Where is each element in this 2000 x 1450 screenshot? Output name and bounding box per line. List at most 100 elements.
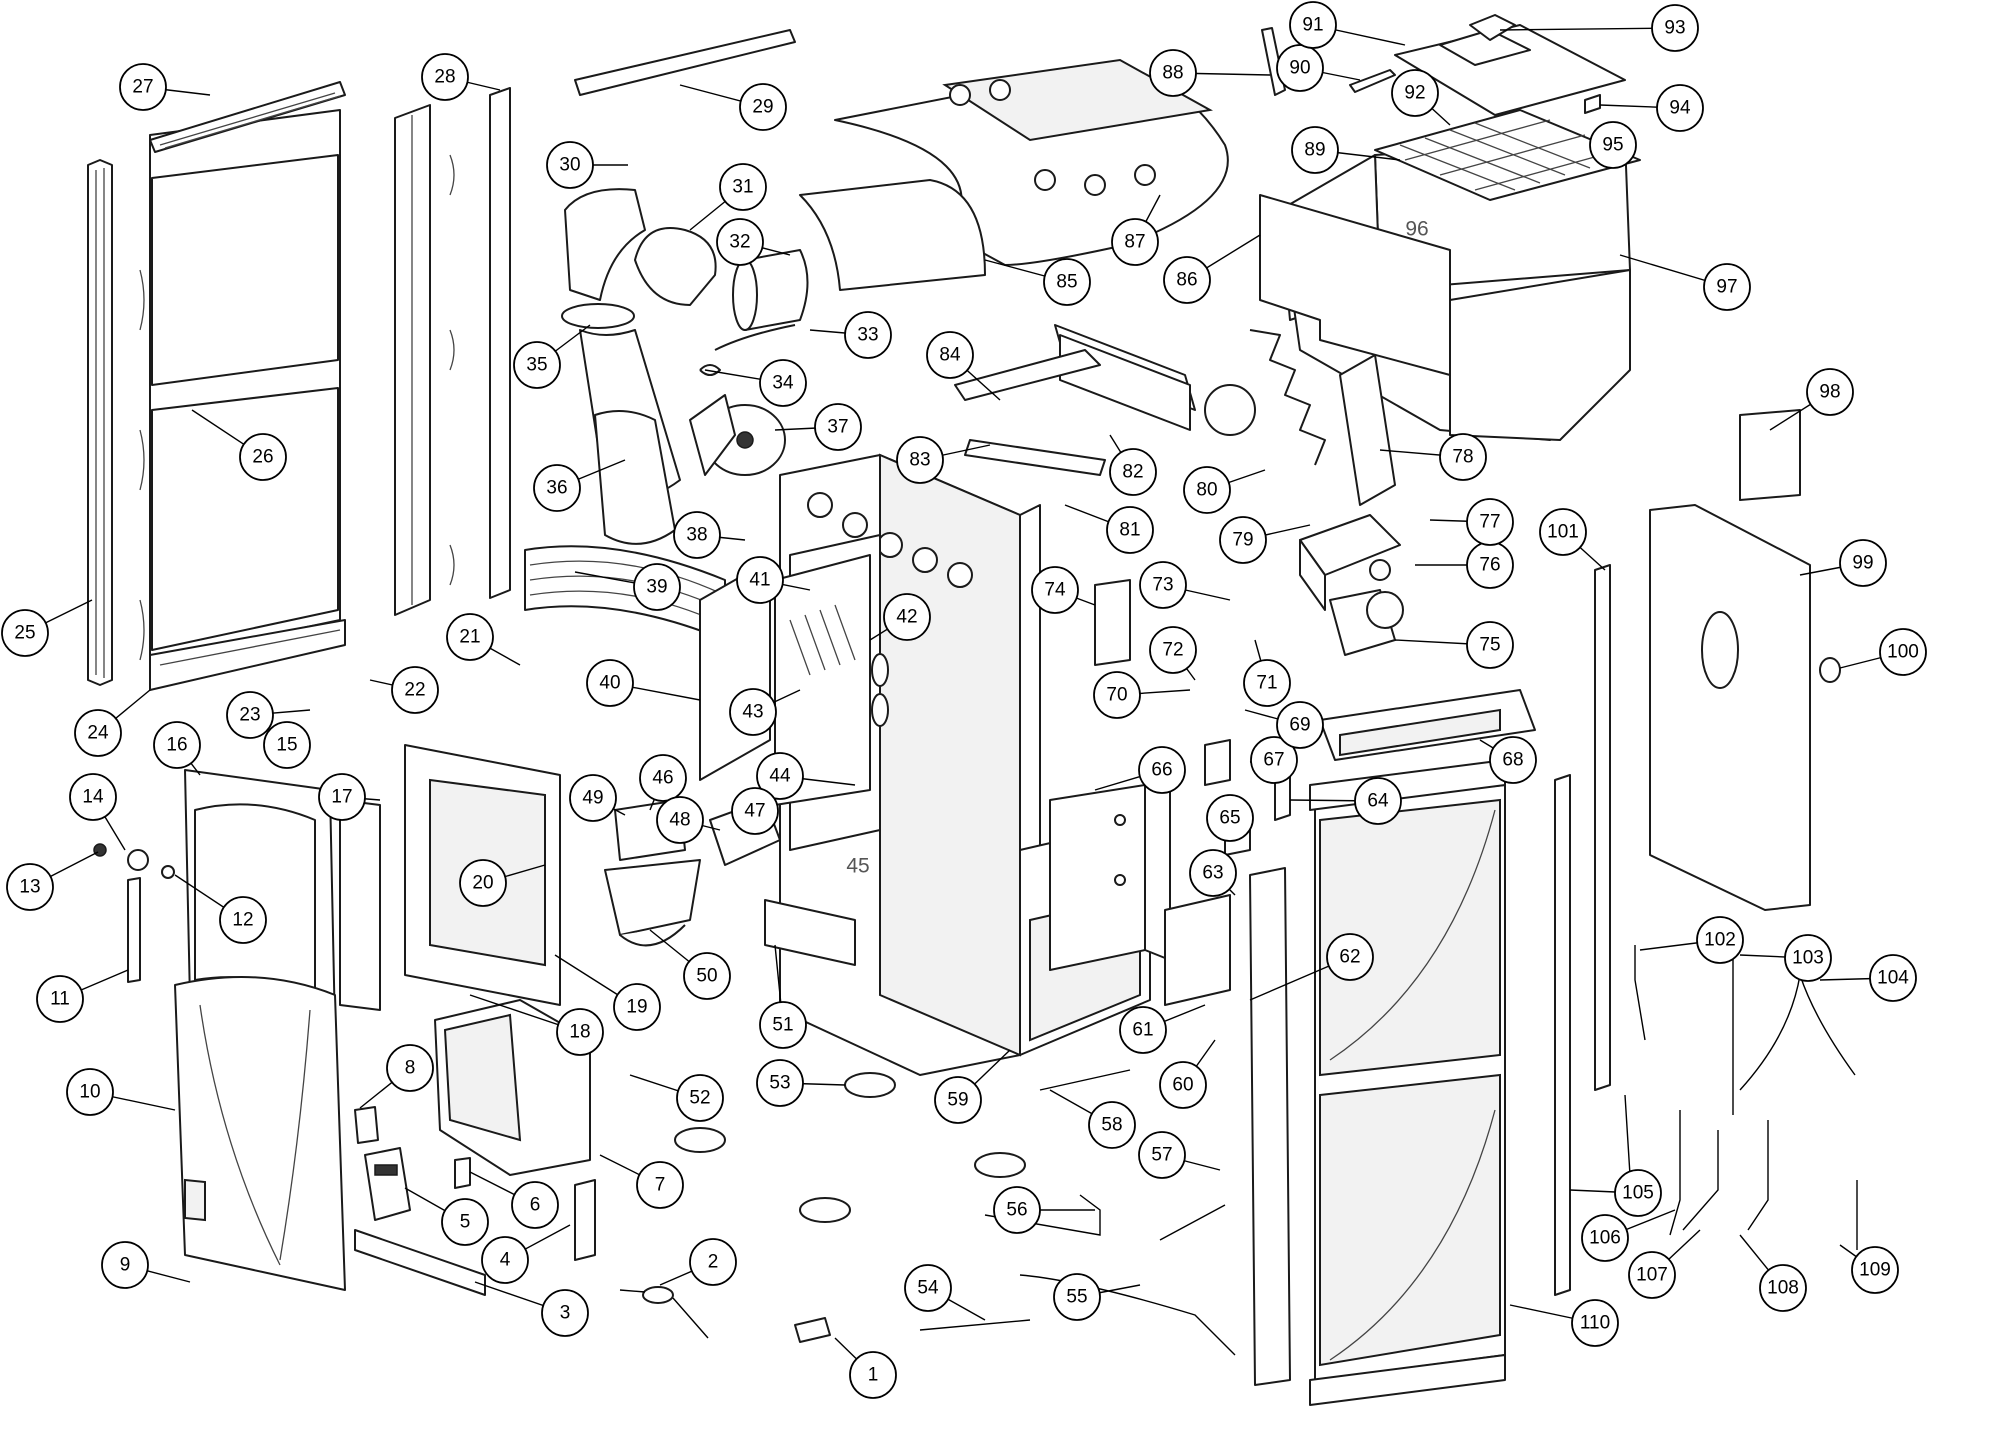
callout-19: 19 (554, 954, 661, 1031)
callout-57: 57 (1138, 1131, 1221, 1179)
callout-89: 89 (1291, 126, 1401, 174)
callout-104: 104 (1819, 954, 1917, 1002)
callout-circle (613, 983, 661, 1031)
callout-number: 49 (582, 788, 603, 809)
part-78-chute (1339, 354, 1396, 506)
callout-number: 74 (1044, 580, 1066, 601)
callout-68: 68 (1479, 736, 1537, 784)
callout-circle (1759, 1264, 1807, 1312)
callout-circle (318, 773, 366, 821)
callout-number: 58 (1101, 1115, 1122, 1136)
callout-92: 92 (1391, 69, 1451, 126)
callout-41: 41 (736, 556, 811, 604)
part-100-cap (1819, 657, 1841, 683)
part-34-spring (699, 364, 721, 376)
callout-number: 77 (1479, 512, 1500, 533)
callout-number: 110 (1580, 1313, 1610, 1334)
callout-69: 69 (1244, 701, 1324, 749)
callout-circle (1206, 794, 1254, 842)
callout-25: 25 (1, 599, 93, 657)
part-3-bottom-strip (354, 1229, 486, 1296)
callout-circle (546, 141, 594, 189)
callout-35: 35 (513, 324, 591, 389)
callout-circle (1326, 933, 1374, 981)
callout-circle (1466, 498, 1514, 546)
callout-36: 36 (533, 459, 626, 512)
callout-number: 8 (405, 1058, 416, 1079)
callout-number: 73 (1152, 575, 1173, 596)
callout-number: 95 (1602, 135, 1623, 156)
part-2-gasket (619, 1286, 709, 1339)
callout-101: 101 (1539, 508, 1606, 571)
part-30-36-flue-ducts (561, 188, 809, 545)
callout-circle (1189, 849, 1237, 897)
callout-leader (1499, 27, 1676, 31)
callout-circle (153, 721, 201, 769)
callout-6: 6 (469, 1171, 559, 1229)
callout-88: 88 (1149, 49, 1271, 97)
part-68-heat-exchanger (1319, 689, 1536, 761)
callout-number: 85 (1056, 272, 1077, 293)
callout-number: 44 (769, 766, 791, 787)
callout-number: 16 (166, 735, 187, 756)
callout-circle (6, 863, 54, 911)
part-50-burn-pot (604, 859, 701, 947)
callout-95: 95 (1589, 121, 1637, 169)
callout-circle (1291, 126, 1339, 174)
callout-38: 38 (673, 511, 746, 559)
callout-55: 55 (1053, 1273, 1141, 1321)
callout-106: 106 (1581, 1209, 1676, 1262)
callout-number: 11 (50, 989, 70, 1010)
part-51-cleanout-plate (764, 899, 856, 966)
callout-number: 61 (1132, 1020, 1153, 1041)
part-63-control-board (1164, 894, 1231, 1006)
callout-number: 86 (1176, 270, 1197, 291)
callout-number: 50 (696, 966, 717, 987)
callout-number: 4 (500, 1250, 511, 1271)
callout-47: 47 (731, 787, 779, 835)
callout-20: 20 (459, 859, 546, 907)
callout-number: 28 (434, 67, 455, 88)
callout-circle (673, 511, 721, 559)
callout-circle (904, 1264, 952, 1312)
callout-circle (1053, 1273, 1101, 1321)
callout-circle (421, 53, 469, 101)
callout-16: 16 (153, 721, 201, 776)
callout-number: 104 (1877, 968, 1909, 989)
callout-number: 13 (19, 877, 40, 898)
callout-60: 60 (1159, 1039, 1216, 1109)
callout-circle (1149, 626, 1197, 674)
callout-61: 61 (1119, 1004, 1206, 1054)
part-99-back-panel (1649, 504, 1811, 911)
callout-24: 24 (74, 689, 151, 757)
callout-circle (729, 688, 777, 736)
part-101-rear-rail (1594, 564, 1611, 1091)
callout-circle (1879, 628, 1927, 676)
callout-74: 74 (1031, 566, 1096, 614)
callout-circle (656, 796, 704, 844)
callout-37: 37 (774, 403, 862, 451)
callout-number: 5 (460, 1212, 471, 1233)
callout-number: 1 (868, 1365, 879, 1386)
part-10-front-door (174, 976, 346, 1291)
callout-number: 102 (1704, 930, 1736, 951)
callout-number: 40 (599, 673, 620, 694)
plain-label-96: 96 (1405, 218, 1428, 241)
callout-circle (1, 609, 49, 657)
part-90-strip (1349, 69, 1396, 93)
callout-circle (1466, 621, 1514, 669)
callouts: 1234567891011121314151617181920212223242… (1, 1, 1927, 1399)
part-84-baffle (954, 349, 1101, 401)
part-80-auger-screw (1204, 329, 1326, 466)
callout-5: 5 (404, 1187, 489, 1246)
callout-circle (481, 1236, 529, 1284)
callout-circle (759, 359, 807, 407)
callout-circle (1589, 121, 1637, 169)
callout-circle (1109, 448, 1157, 496)
callout-circle (239, 433, 287, 481)
part-62-side-rail (1249, 867, 1291, 1386)
callout-81: 81 (1064, 504, 1154, 554)
callout-62: 62 (1249, 933, 1374, 1001)
callout-number: 55 (1066, 1287, 1087, 1308)
callout-circle (386, 1044, 434, 1092)
